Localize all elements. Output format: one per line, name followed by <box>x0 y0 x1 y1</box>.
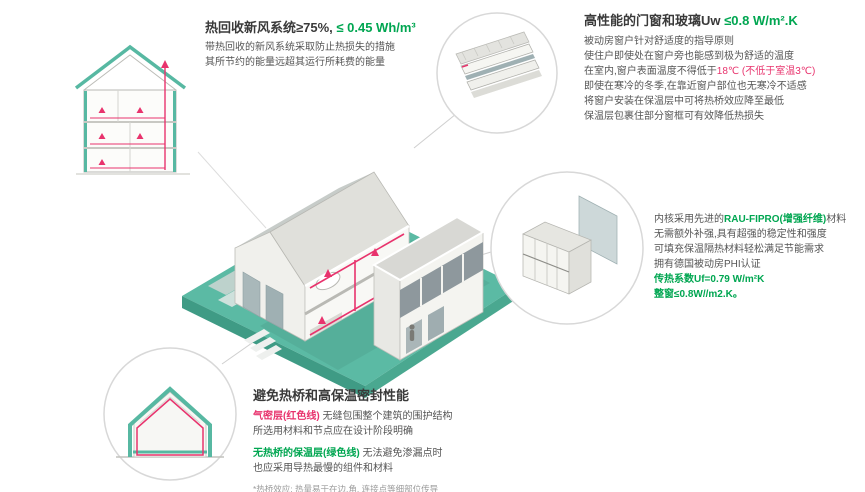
windows-line3-temp: 18℃ <box>716 66 740 78</box>
windows-body-line: 将窗户安装在保温层中可将热桥效应降至最低 <box>584 96 784 108</box>
window-corner-detail-circle <box>436 12 558 134</box>
thermal-body-line: 无热桥的保温层(绿色线) 无法避免渗漏点时 <box>253 446 498 461</box>
flat-roof <box>372 215 485 282</box>
windows-body-line: 在室内,窗户表面温度不得低于18℃ (不低于室温3℃) <box>584 64 859 79</box>
person-figure <box>409 324 415 341</box>
windows-body-line: 被动房窗户针对舒适度的指导原则 <box>584 36 734 48</box>
glass-door <box>428 306 444 341</box>
gable-glass-door <box>265 284 284 330</box>
thermal-body-line: 所选用材料和节点应在设计阶段明确 <box>253 426 413 438</box>
thermal-section: 避免热桥和高保温密封性能 气密层(红色线) 无缝包围整个建筑的围护结构 所选用材… <box>253 388 498 492</box>
hrv-title: 热回收新风系统≥75%, ≤ 0.45 Wh/m³ <box>205 20 440 36</box>
windows-line3-black: 在室内,窗户表面温度不得低于 <box>584 66 717 78</box>
thermal-body-line: 气密层(红色线) 无缝包围整个建筑的围护结构 <box>253 409 498 424</box>
isometric-house-illustration <box>182 171 518 398</box>
hrv-body-line: 其所节约的能量远超其运行所耗费的能量 <box>205 57 385 69</box>
envelope-section <box>128 386 212 458</box>
profile-body-line: 可填充保温隔热材料轻松满足节能需求 <box>654 244 824 255</box>
windows-title-black: 高性能的门窗和玻璃Uw <box>584 13 725 28</box>
pitched-roof-wing <box>234 171 410 342</box>
windows-line3-note: (不低于室温3℃) <box>739 66 816 78</box>
window-jamb-section <box>455 31 542 98</box>
profile-body-line: 内核采用先进的RAU-FIPRO(增强纤维)材料 <box>654 212 865 227</box>
profile-section: 内核采用先进的RAU-FIPRO(增强纤维)材料 无需额外补强,具有超强的稳定性… <box>654 212 865 302</box>
windows-section: 高性能的门窗和玻璃Uw ≤0.8 W/m².K 被动房窗户针对舒适度的指导原则 … <box>584 13 859 124</box>
profile-line1-material: RAU-FIPRO(增强纤维) <box>724 214 827 225</box>
profile-window-u-value: 整窗≤0.8W//m2.K。 <box>654 289 743 300</box>
windows-title: 高性能的门窗和玻璃Uw ≤0.8 W/m².K <box>584 13 859 29</box>
gable-glass-door <box>242 271 261 318</box>
profile-line1-black: 内核采用先进的 <box>654 214 724 225</box>
window-profile-detail-circle <box>490 171 644 325</box>
profile-body-line: 无需额外补强,具有超强的稳定性和强度 <box>654 229 827 240</box>
insulation-layer-green-line <box>128 386 212 457</box>
hrv-body-line: 带热回收的新风系统采取防止热损失的措施 <box>205 42 395 54</box>
profile-u-value: 传热系数Uf=0.79 W/m²K <box>654 274 765 285</box>
thermal-body-line: 也应采用导热最慢的组件和材料 <box>253 463 393 475</box>
hrv-title-black: 热回收新风系统≥75%, <box>205 20 333 35</box>
window-profile-extrusion <box>522 195 618 295</box>
airtight-layer-red-line <box>136 398 204 456</box>
airtight-layer-text: 无缝包围整个建筑的围护结构 <box>319 411 453 423</box>
hrv-house-cross-section-illustration <box>74 44 190 175</box>
thermal-footnote: *热桥效应: 热量易于在边,角, 连接点等细部位传导 <box>253 484 439 492</box>
insulation-layer-text: 无法避免渗漏点时 <box>359 448 443 460</box>
windows-title-green: ≤0.8 W/m².K <box>724 13 798 28</box>
thermal-envelope-detail-circle <box>103 347 237 481</box>
windows-body-line: 即使在寒冷的冬季,在靠近窗户部位也无寒冷不适感 <box>584 81 807 93</box>
hrv-section: 热回收新风系统≥75%, ≤ 0.45 Wh/m³ 带热回收的新风系统采取防止热… <box>205 20 440 70</box>
building-section <box>74 44 187 173</box>
windows-body-line: 保温层包裹住部分窗框可有效降低热损失 <box>584 111 764 123</box>
airflow-arrows <box>90 60 169 170</box>
spacer <box>253 439 498 446</box>
thermal-title: 避免热桥和高保温密封性能 <box>253 388 410 403</box>
ventilation-duct-lines <box>309 233 405 336</box>
profile-body-line: 拥有德国被动房PHI认证 <box>654 259 761 270</box>
insulation-layer-label: 无热桥的保温层(绿色线) <box>253 448 360 460</box>
flat-roof-wing <box>372 215 485 361</box>
hrv-title-green: ≤ 0.45 Wh/m³ <box>332 20 416 35</box>
airtight-layer-label: 气密层(红色线) <box>253 411 320 423</box>
profile-line1-suffix: 材料 <box>826 214 847 225</box>
windows-body-line: 使住户即使处在窗户旁也能感到极为舒适的温度 <box>584 51 794 63</box>
